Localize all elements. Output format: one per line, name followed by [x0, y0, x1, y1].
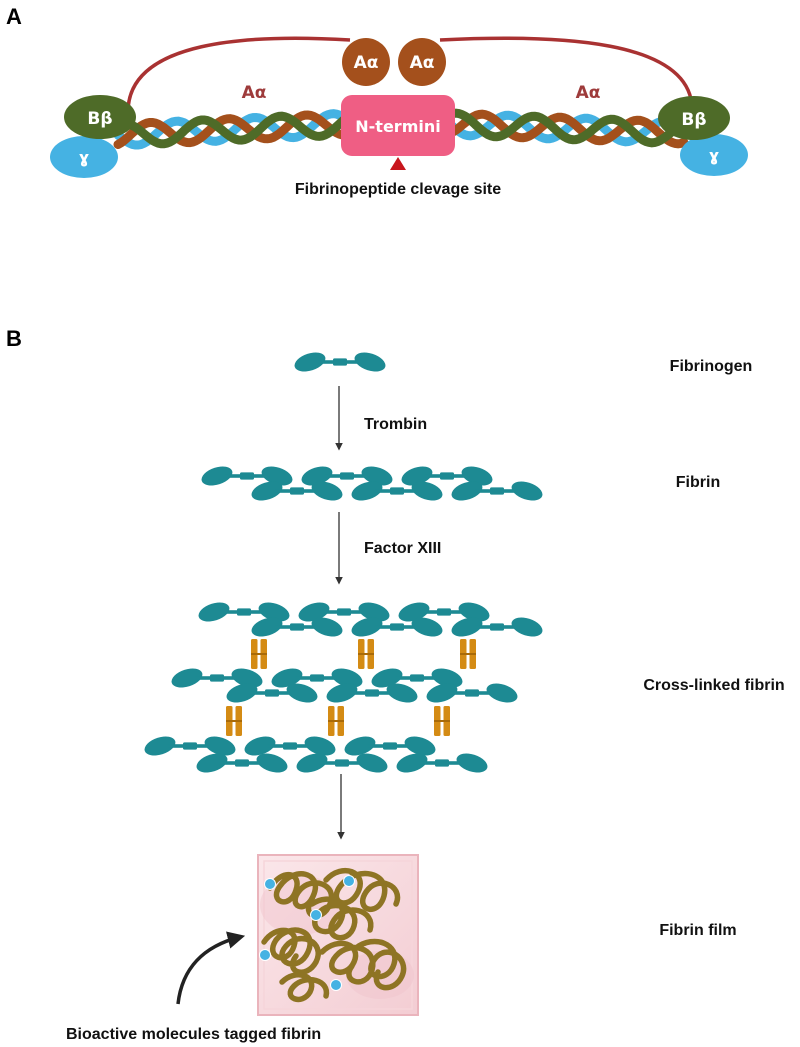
panel-b-letter: B [6, 326, 22, 351]
b-beta-node-left: Bβ [64, 95, 136, 139]
callout-label: Bioactive molecules tagged fibrin [66, 1026, 321, 1043]
gamma-chain-right [445, 110, 689, 147]
gamma-node-left: ɣ [50, 136, 118, 178]
crosslinked-fibrin-unit [324, 679, 420, 707]
crosslinked-fibrin-unit [294, 749, 390, 777]
coiled-chains [113, 108, 689, 150]
crosslinked-fibrin-unit [249, 613, 345, 641]
b-beta-chain-right [445, 108, 689, 148]
crosslinked-fibrin-unit [424, 679, 520, 707]
svg-text:Aα: Aα [410, 53, 435, 73]
factor-xiii-crosslink [226, 706, 242, 736]
alpha-tether-right [439, 36, 694, 109]
fibrin-unit [249, 477, 345, 505]
factor-xiii-crosslink [434, 706, 450, 736]
fibrin-unit [449, 477, 545, 505]
crosslinked-fibrin-unit [349, 613, 445, 641]
fibrin-unit [349, 477, 445, 505]
panel-a-letter: A [6, 4, 22, 29]
fibrin-assembly [142, 348, 545, 777]
crosslinked-fibrin-unit [449, 613, 545, 641]
a-alpha-node-right: Aα [398, 38, 446, 86]
svg-text:Bβ: Bβ [87, 109, 112, 129]
a-alpha-node-left: Aα [342, 38, 390, 86]
crosslinked-fibrin-unit [194, 749, 290, 777]
factor-xiii-crosslink [358, 639, 374, 669]
svg-text:ɣ: ɣ [79, 148, 89, 167]
svg-text:ɣ: ɣ [709, 146, 719, 165]
enzyme-label-factor-xiii: Factor XIII [364, 540, 441, 557]
b-beta-chain-left [113, 111, 353, 149]
fibrin-film [257, 854, 419, 1016]
bioactive-tags [259, 875, 355, 991]
step-label-cross-linked-fibrin: Cross-linked fibrin [643, 677, 784, 694]
fibrinogen-unit [292, 348, 388, 376]
film-fibers [261, 867, 407, 1003]
step-label-fibrin-film: Fibrin film [659, 922, 736, 939]
factor-xiii-crosslink [460, 639, 476, 669]
gamma-node-right: ɣ [680, 134, 748, 176]
a-alpha-chain-left [113, 110, 353, 149]
factor-xiii-crosslink [251, 639, 267, 669]
cleavage-site-marker [390, 157, 406, 170]
enzyme-label-trombin: Trombin [364, 416, 427, 433]
callout-arrow [176, 931, 246, 1005]
step-label-fibrin: Fibrin [676, 474, 720, 491]
crosslinked-fibrin-unit [224, 679, 320, 707]
crosslinked-fibrin-unit [394, 749, 490, 777]
svg-text:Bβ: Bβ [681, 110, 706, 130]
a-alpha-chain-right [445, 109, 689, 149]
chain-label-left: Aα [242, 83, 267, 103]
cleavage-site-caption: Fibrinopeptide clevage site [295, 181, 501, 198]
svg-text:Aα: Aα [354, 53, 379, 73]
factor-xiii-crosslink [328, 706, 344, 736]
step-label-fibrinogen: Fibrinogen [670, 358, 753, 375]
b-beta-node-right: Bβ [658, 96, 730, 140]
svg-text:N-termini: N-termini [355, 117, 440, 136]
chain-label-right: Aα [576, 83, 601, 103]
n-termini-box: N-termini [341, 95, 455, 156]
alpha-tether-left [126, 36, 351, 113]
